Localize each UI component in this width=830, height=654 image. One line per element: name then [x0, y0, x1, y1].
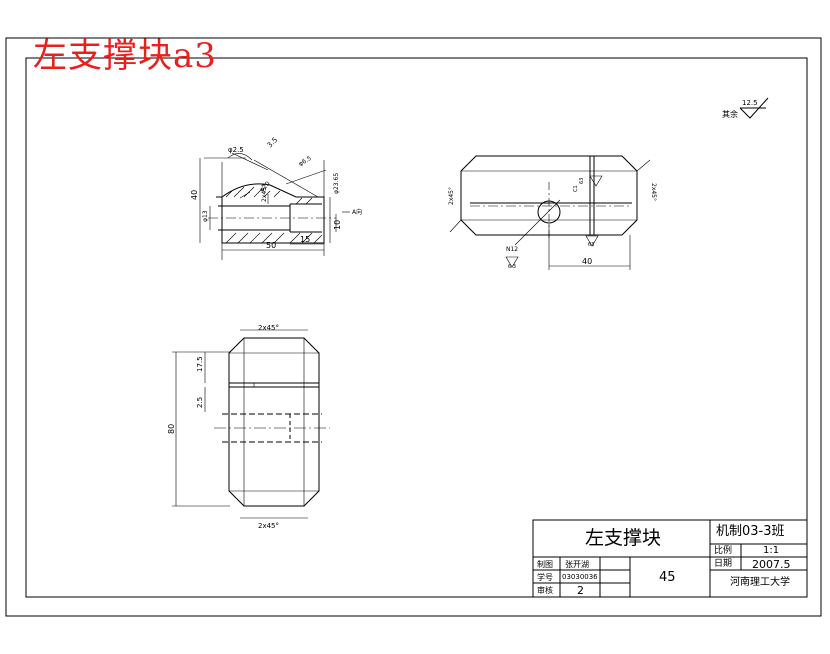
dim-height-40: 40: [190, 190, 199, 200]
chamfer-right: 2x45°: [650, 183, 657, 201]
dim-hole-dia: φ2.5: [228, 146, 244, 154]
dim-17-5: 17.5: [196, 356, 204, 372]
scale-label: 比例: [714, 546, 733, 556]
side-chamfer-bottom: 2x45°: [258, 522, 279, 530]
dim-bore-13: φ13: [202, 210, 209, 222]
scale-value: 1:1: [763, 545, 780, 556]
outer-frame: [5, 37, 822, 617]
c1-tag: C1: [573, 185, 579, 192]
check-value: 2: [577, 584, 584, 597]
rough-6-3: 6.3: [508, 264, 516, 270]
side-chamfer-top: 2x45°: [258, 324, 279, 332]
dim-small-dia: φ6.5: [298, 155, 313, 168]
roughness-value: 12.5: [742, 99, 758, 107]
part-name: 左支撑块: [585, 527, 662, 549]
dim-80: 80: [167, 424, 176, 434]
title-block: [532, 519, 808, 598]
date-label: 日期: [714, 559, 733, 569]
school-name: 河南理工大学: [730, 577, 790, 588]
dim-10: 10: [333, 220, 342, 230]
thread-n12: N12: [506, 246, 518, 253]
roughness-symbol: 其余 12.5: [722, 97, 769, 119]
roughness-label: 其余: [722, 109, 738, 119]
material: 45: [659, 570, 676, 585]
rough-63-a: 63: [579, 178, 585, 184]
check-label: 审核: [537, 586, 553, 595]
view-arrow-a: A向: [352, 208, 362, 216]
id-label: 学号: [537, 573, 553, 582]
rough-63-b: 63: [588, 242, 594, 248]
section-hatching: [225, 186, 323, 244]
inner-frame: [25, 57, 808, 598]
dim-40-top: 40: [582, 257, 592, 266]
side-view: 2x45° 2x45° 17.5 2.5 80: [167, 324, 330, 530]
dim-length-15: 15: [300, 235, 310, 244]
chamfer-left: 2x45°: [448, 187, 455, 205]
dim-outer-dia: φ23.65: [333, 173, 340, 194]
top-view: 2x45° 2x45° 40 N12 6.3 63 63 C1: [448, 155, 657, 270]
class-code: 机制03-3班: [716, 524, 785, 539]
dim-2-5: 2.5: [196, 397, 204, 408]
front-view: φ2.5 3.5 φ6.5 φ23.65 40 φ13 2x45° φ20 50…: [190, 136, 362, 260]
dim-length-50: 50: [266, 241, 276, 250]
id-value: 03030036: [562, 573, 598, 581]
date-value: 2007.5: [752, 558, 791, 571]
dim-3-5: 3.5: [266, 136, 280, 150]
drawn-value: 张开湖: [565, 560, 589, 569]
drawn-label: 制图: [537, 560, 553, 569]
dim-chamfer: 2x45°: [261, 184, 268, 202]
watermark-text: 左支撑块a3: [33, 36, 217, 76]
